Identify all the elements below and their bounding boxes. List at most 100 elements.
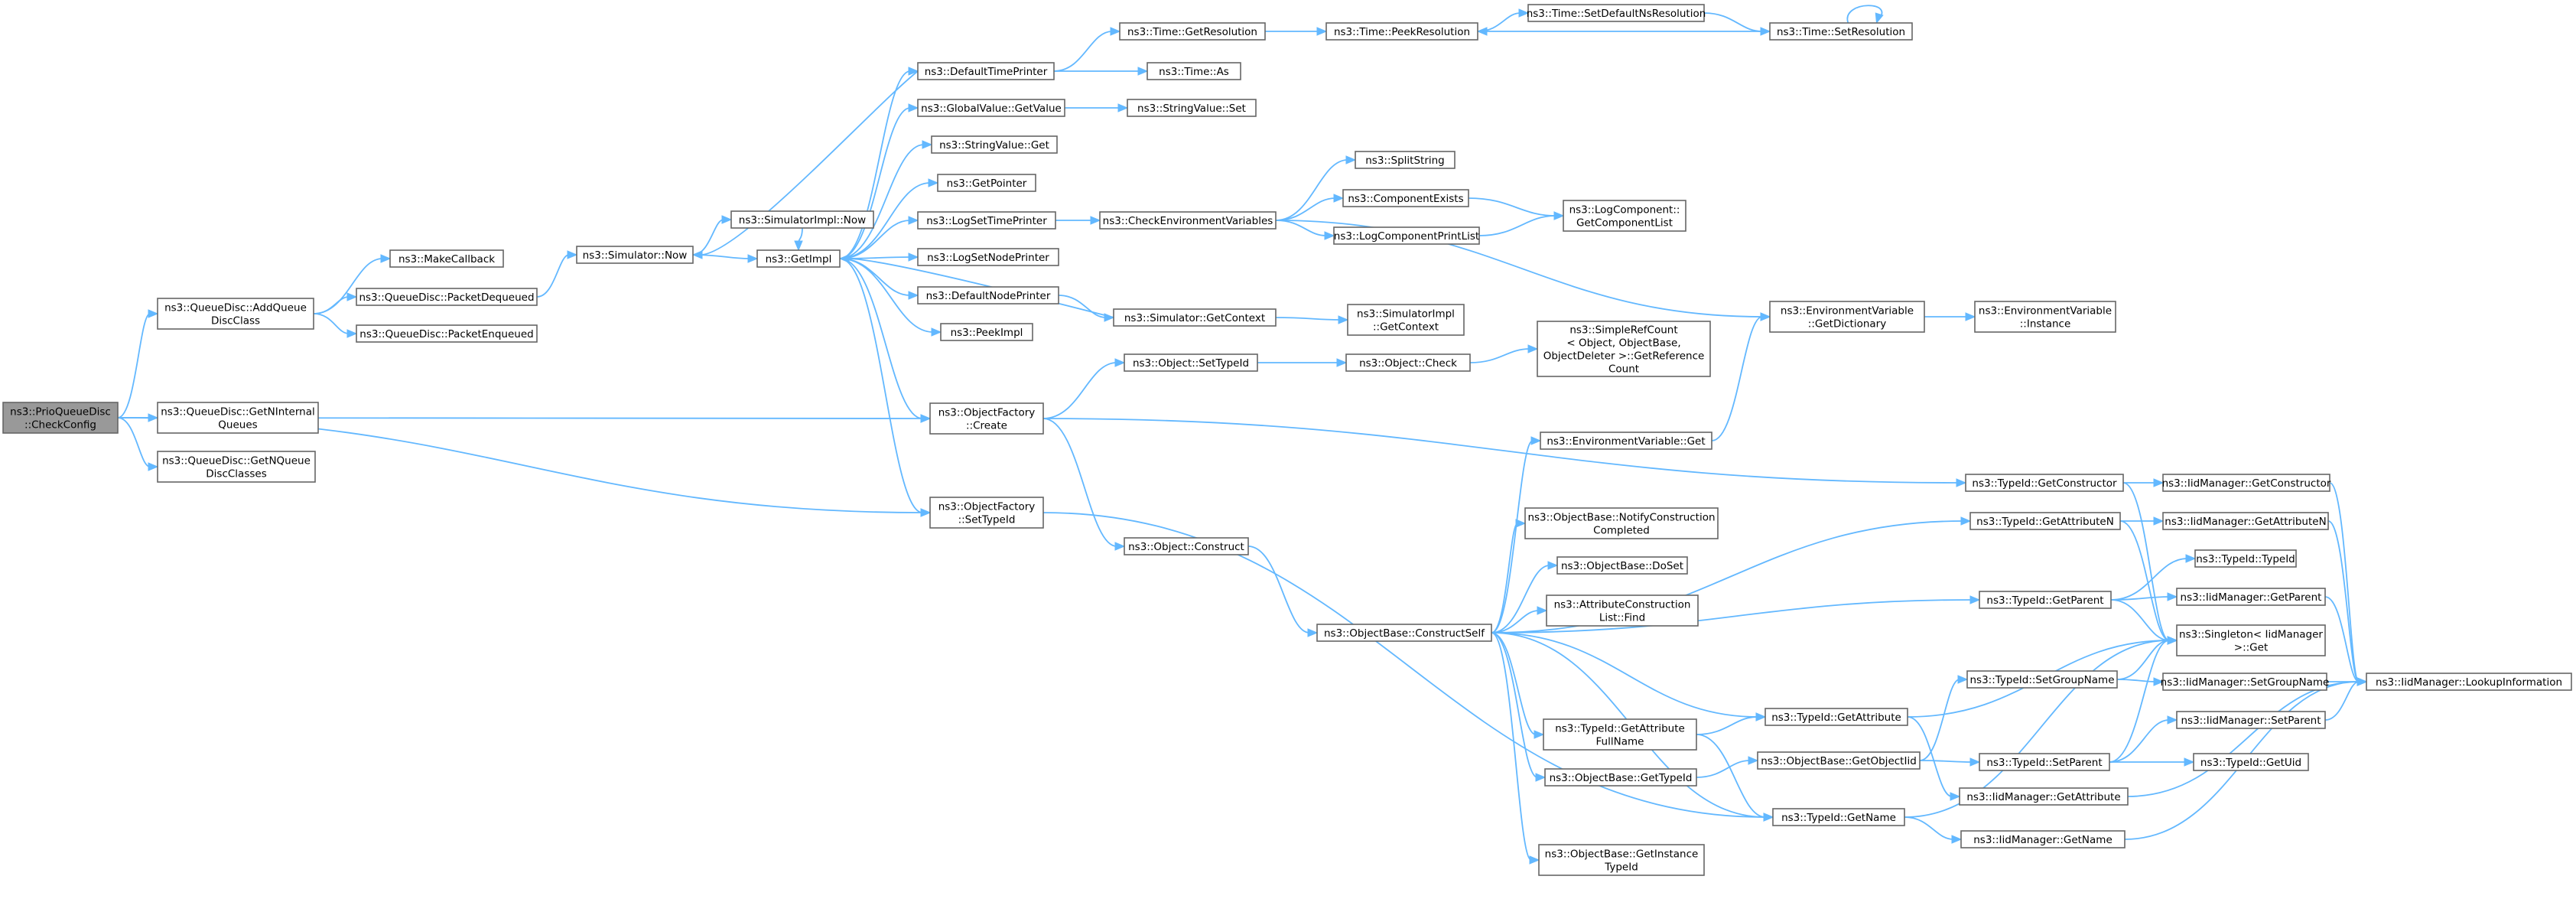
node-box[interactable]	[1979, 753, 2110, 771]
node-box[interactable]	[756, 249, 841, 268]
node-box[interactable]	[1355, 151, 1456, 169]
node-logsnp[interactable]: ns3::LogSetNodePrinter	[917, 248, 1059, 266]
node-obcs[interactable]: ns3::ObjectBase::ConstructSelf	[1316, 624, 1492, 642]
node-box[interactable]	[1979, 591, 2112, 609]
node-iidmlookup[interactable]: ns3::IidManager::LookupInformation	[2366, 673, 2572, 691]
node-box[interactable]	[1960, 830, 2126, 848]
node-iidmgetctor[interactable]: ns3::IidManager::GetConstructor	[2162, 474, 2331, 492]
node-box[interactable]	[929, 402, 1044, 435]
node-box[interactable]	[1556, 556, 1688, 575]
node-box[interactable]	[2366, 673, 2572, 691]
node-timepeek[interactable]: ns3::Time::PeekResolution	[1325, 22, 1478, 41]
node-box[interactable]	[2176, 588, 2326, 606]
node-box[interactable]	[157, 298, 314, 330]
node-timeas[interactable]: ns3::Time::As	[1147, 62, 1241, 80]
node-obgettid[interactable]: ns3::ObjectBase::GetTypeId	[1544, 768, 1697, 787]
node-box[interactable]	[1524, 507, 1719, 539]
node-logcgcl[interactable]: ns3::LogComponent::GetComponentList	[1563, 200, 1686, 232]
node-box[interactable]	[1769, 301, 1925, 333]
node-ofcreate[interactable]: ns3::ObjectFactory::Create	[929, 402, 1044, 435]
node-envgetdict[interactable]: ns3::EnvironmentVariable::GetDictionary	[1769, 301, 1925, 333]
node-box[interactable]	[1969, 512, 2121, 530]
node-box[interactable]	[1124, 537, 1249, 555]
node-box[interactable]	[917, 286, 1059, 305]
node-timesetres[interactable]: ns3::Time::SetResolution	[1769, 22, 1913, 41]
node-gvget[interactable]: ns3::GlobalValue::GetValue	[917, 99, 1065, 117]
node-svget[interactable]: ns3::StringValue::Get	[931, 135, 1058, 154]
node-getptr[interactable]: ns3::GetPointer	[937, 174, 1036, 192]
node-obdoset[interactable]: ns3::ObjectBase::DoSet	[1556, 556, 1688, 575]
node-pdeq[interactable]: ns3::QueueDisc::PacketDequeued	[356, 288, 538, 306]
node-box[interactable]	[1538, 844, 1705, 876]
node-ofsettid[interactable]: ns3::ObjectFactory::SetTypeId	[929, 497, 1044, 529]
node-box[interactable]	[1345, 353, 1471, 372]
node-box[interactable]	[1099, 211, 1277, 230]
node-box[interactable]	[917, 62, 1055, 80]
node-box[interactable]	[1342, 189, 1469, 207]
node-box[interactable]	[1540, 432, 1712, 450]
node-box[interactable]	[1764, 708, 1908, 726]
node-tidtid[interactable]: ns3::TypeId::TypeId	[2194, 549, 2297, 568]
node-svset[interactable]: ns3::StringValue::Set	[1127, 99, 1257, 117]
node-box[interactable]	[931, 135, 1058, 154]
node-timesetdef[interactable]: ns3::Time::SetDefaultNsResolution	[1527, 4, 1706, 22]
node-box[interactable]	[730, 210, 874, 229]
node-box[interactable]	[1537, 321, 1711, 377]
node-makecb[interactable]: ns3::MakeCallback	[389, 249, 504, 268]
node-box[interactable]	[917, 248, 1059, 266]
node-box[interactable]	[576, 246, 694, 264]
node-tidgetname[interactable]: ns3::TypeId::GetName	[1772, 808, 1905, 826]
node-box[interactable]	[1325, 22, 1478, 41]
node-box[interactable]	[356, 324, 538, 343]
node-box[interactable]	[940, 323, 1033, 341]
node-singget[interactable]: ns3::Singleton< IidManager >::Get	[2176, 624, 2326, 656]
node-tidsetgn[interactable]: ns3::TypeId::SetGroupName	[1966, 670, 2118, 689]
node-box[interactable]	[2, 402, 119, 434]
node-box[interactable]	[1965, 474, 2124, 492]
node-simimplnow[interactable]: ns3::SimulatorImpl::Now	[730, 210, 874, 229]
node-obgetoid[interactable]: ns3::ObjectBase::GetObjectIid	[1757, 751, 1921, 770]
node-box[interactable]	[1527, 4, 1705, 22]
node-box[interactable]	[1959, 787, 2129, 806]
node-iidmgetattrn[interactable]: ns3::IidManager::GetAttributeN	[2162, 512, 2329, 530]
node-iidmgetparent[interactable]: ns3::IidManager::GetParent	[2176, 588, 2326, 606]
node-box[interactable]	[917, 211, 1056, 230]
node-box[interactable]	[1563, 200, 1686, 232]
node-box[interactable]	[1347, 304, 1465, 336]
node-srcgrc[interactable]: ns3::SimpleRefCount< Object, ObjectBase,…	[1537, 321, 1711, 377]
node-checkenv[interactable]: ns3::CheckEnvironmentVariables	[1099, 211, 1277, 230]
node-getimpl[interactable]: ns3::GetImpl	[756, 249, 841, 268]
node-iidmgetattr[interactable]: ns3::IidManager::GetAttribute	[1959, 787, 2129, 806]
node-box[interactable]	[2193, 753, 2309, 771]
node-box[interactable]	[1119, 22, 1266, 41]
node-iidmsetgn[interactable]: ns3::IidManager::SetGroupName	[2161, 673, 2330, 691]
node-box[interactable]	[1544, 768, 1697, 787]
node-iidmgetname[interactable]: ns3::IidManager::GetName	[1960, 830, 2126, 848]
node-box[interactable]	[929, 497, 1044, 529]
node-tidgetparent[interactable]: ns3::TypeId::GetParent	[1979, 591, 2112, 609]
node-tidgetctor[interactable]: ns3::TypeId::GetConstructor	[1965, 474, 2124, 492]
node-box[interactable]	[1316, 624, 1492, 642]
node-tidgetattrn[interactable]: ns3::TypeId::GetAttributeN	[1969, 512, 2121, 530]
node-box[interactable]	[389, 249, 504, 268]
node-box[interactable]	[1974, 301, 2116, 333]
node-box[interactable]	[2194, 549, 2297, 568]
node-box[interactable]	[1127, 99, 1257, 117]
node-compexists[interactable]: ns3::ComponentExists	[1342, 189, 1469, 207]
node-box[interactable]	[2162, 512, 2329, 530]
node-box[interactable]	[157, 451, 316, 483]
node-box[interactable]	[1757, 751, 1921, 770]
node-box[interactable]	[1546, 594, 1699, 627]
node-box[interactable]	[356, 288, 538, 306]
node-box[interactable]	[1147, 62, 1241, 80]
node-box[interactable]	[937, 174, 1036, 192]
node-deftp[interactable]: ns3::DefaultTimePrinter	[917, 62, 1055, 80]
node-objcheck[interactable]: ns3::Object::Check	[1345, 353, 1471, 372]
node-box[interactable]	[2162, 474, 2330, 492]
node-box[interactable]	[1333, 226, 1480, 245]
node-box[interactable]	[2176, 711, 2326, 729]
